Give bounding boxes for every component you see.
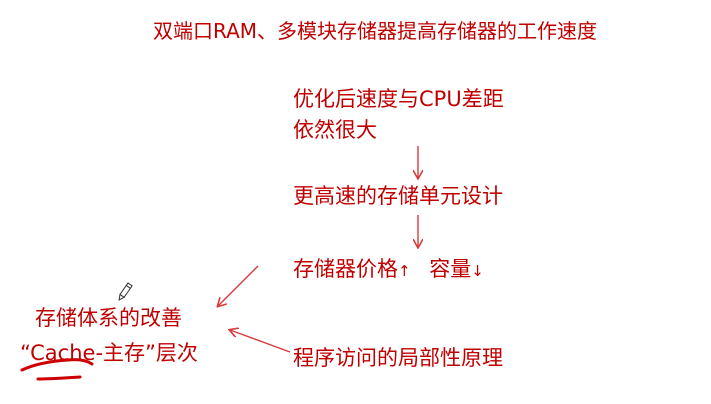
step-speed-gap-line2: 依然很大 — [293, 118, 377, 142]
price-up-arrow-icon: ↑ — [398, 262, 411, 280]
slide-title: 双端口RAM、多模块存储器提高存储器的工作速度 — [153, 19, 598, 43]
arrow-price-to-hierarchy — [218, 265, 259, 306]
step-locality-principle: 程序访问的局部性原理 — [293, 346, 503, 370]
handwritten-underline-annotation-2 — [36, 375, 82, 381]
step-speed-gap-line1: 优化后速度与CPU差距 — [293, 87, 504, 111]
hierarchy-improvement: 存储体系的改善 — [35, 306, 182, 330]
price-label: 存储器价格 — [293, 257, 398, 281]
arrow-locality-to-hierarchy — [230, 330, 291, 353]
capacity-down-arrow-icon: ↓ — [471, 262, 484, 280]
step-faster-storage-design: 更高速的存储单元设计 — [293, 184, 503, 208]
capacity-label: 容量 — [429, 257, 472, 281]
step-price-capacity: 存储器价格↑ 容量↓ — [293, 256, 484, 283]
cache-main-memory-hierarchy: “Cache-主存”层次 — [20, 341, 198, 365]
pencil-icon — [118, 282, 133, 301]
